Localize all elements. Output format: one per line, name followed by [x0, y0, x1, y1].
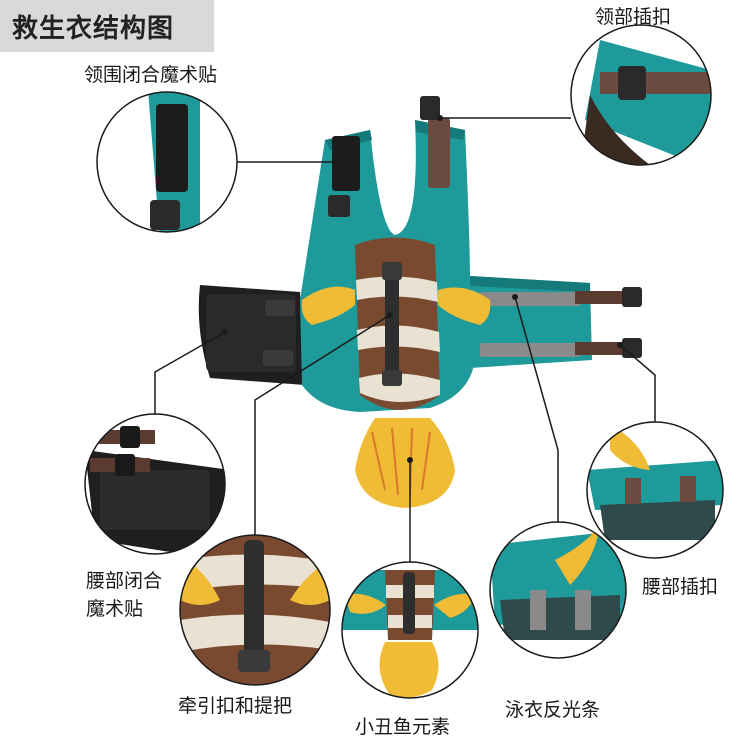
right-fin: [438, 287, 491, 325]
neck-velcro-strip: [332, 136, 360, 191]
side-buckle-lower: [263, 350, 293, 366]
label-leash-handle: 牵引扣和提把: [178, 695, 293, 717]
neck-buckle-left: [328, 195, 350, 217]
detail-waist-buckle: [586, 421, 724, 559]
detail-clownfish: [341, 561, 479, 699]
neck-buckle-right: [420, 96, 440, 120]
detail-waist-velcro: [84, 413, 226, 555]
title-box: 救生衣结构图: [0, 0, 214, 52]
detail-reflective-strip: [489, 521, 627, 659]
connector-lines: [154, 117, 656, 562]
label-clownfish: 小丑鱼元素: [355, 716, 451, 738]
detail-neck-buckle: [570, 24, 712, 166]
main-vest: [198, 96, 642, 508]
label-neck-buckle: 领部插扣: [595, 6, 672, 28]
waist-buckle-lower: [622, 338, 642, 358]
label-waist-velcro-line2: 魔术贴: [86, 598, 144, 620]
leash-handle: [385, 265, 399, 380]
page-title: 救生衣结构图: [12, 13, 175, 44]
left-fin: [301, 286, 355, 325]
side-buckle-upper: [265, 300, 295, 316]
waist-strap-lower: [575, 342, 627, 355]
reflective-strip-upper: [480, 292, 580, 306]
label-neck-velcro: 领围闭合魔术贴: [84, 64, 218, 86]
waist-strap-upper: [575, 291, 627, 304]
detail-neck-velcro: [96, 91, 238, 233]
label-waist-buckle: 腰部插扣: [642, 576, 719, 598]
fish-tail: [355, 418, 455, 508]
label-reflective: 泳衣反光条: [505, 699, 601, 721]
waist-buckle-upper: [622, 287, 642, 307]
detail-leash-handle: [179, 534, 331, 686]
neck-strap-right: [428, 118, 450, 188]
label-waist-velcro-line1: 腰部闭合: [86, 570, 163, 592]
connector-dots: [222, 115, 623, 463]
